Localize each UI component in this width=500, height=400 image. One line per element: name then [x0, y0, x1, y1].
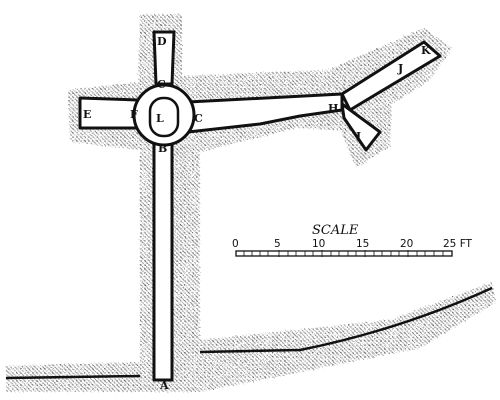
rock-shading: [6, 14, 496, 392]
scale-tick-5: 5: [274, 238, 281, 250]
label-f: F: [130, 108, 138, 121]
label-e: E: [83, 108, 91, 121]
scale-tick-25-ft: 25 FT: [443, 238, 473, 250]
label-c-top: C: [157, 78, 166, 91]
label-i: I: [356, 130, 361, 143]
scale-bar-divisions: [243, 250, 444, 257]
passage-south: [152, 142, 174, 382]
label-d: D: [157, 35, 167, 48]
label-b: B: [158, 142, 167, 155]
label-k: K: [421, 44, 431, 57]
passage-branch-k: [340, 40, 442, 112]
inner-left-wall: [5, 374, 141, 380]
label-a: A: [159, 379, 169, 392]
scale-tick-0: 0: [232, 238, 239, 250]
passage-north: [152, 30, 176, 86]
label-l: L: [156, 112, 164, 125]
label-j: J: [397, 62, 403, 75]
scale-bar: SCALE 0 5 10 15 20 25 FT: [232, 223, 473, 257]
scale-title: SCALE: [312, 223, 359, 238]
scale-bar-body: [235, 250, 453, 257]
label-c-right: C: [194, 112, 203, 125]
scale-tick-20: 20: [400, 238, 413, 250]
outer-curved-wall: [199, 286, 493, 354]
label-h: H: [328, 102, 338, 115]
pillar-l: [148, 96, 180, 138]
tunnel-passages: [78, 30, 442, 382]
passage-branch-i: [340, 102, 382, 152]
scale-tick-15: 15: [356, 238, 369, 250]
scale-tick-10: 10: [312, 238, 325, 250]
scale-tick-labels: 0 5 10 15 20 25 FT: [232, 238, 473, 250]
letter-labels: A B C C D E F H I J K L: [83, 35, 431, 392]
